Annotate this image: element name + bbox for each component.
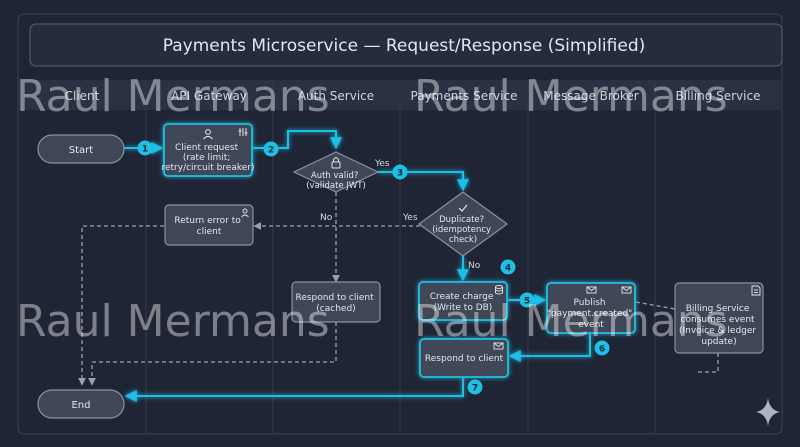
svg-text:Billing Service consumes: Billing Service consumes event (Invoice …	[679, 304, 759, 347]
mail-icon	[621, 286, 632, 294]
duplicate-line2: (idempotency	[432, 225, 491, 235]
fallback-edges	[78, 192, 719, 386]
svg-text:2: 2	[268, 146, 274, 156]
respond-cached-line1: Respond to client	[295, 293, 374, 303]
svg-text:Respond to client (cache: Respond to client (cached)	[295, 293, 376, 314]
svg-text:4: 4	[505, 264, 511, 274]
step-badge-4: 4	[500, 259, 516, 275]
watermark-top-right: Raul Mermans	[414, 71, 728, 122]
client-request-line2: (rate limit;	[183, 153, 230, 163]
create-charge-node[interactable]: Create charge (Write to DB)	[418, 281, 508, 321]
svg-text:Create charge (Write to: Create charge (Write to DB)	[430, 292, 497, 313]
label-dup-yes: Yes	[402, 213, 418, 223]
start-label: Start	[69, 145, 94, 156]
step-badge-1: 1	[137, 140, 153, 156]
svg-text:Auth valid? (validate JW: Auth valid? (validate JWT)	[306, 171, 366, 191]
step-badge-2: 2	[263, 141, 279, 157]
duplicate-decision[interactable]: Duplicate? (idempotency check)	[417, 191, 509, 257]
billing-line4: update)	[701, 337, 736, 347]
edge-publish-to-respond	[508, 334, 591, 362]
svg-text:Publish "payment.created: Publish "payment.created" event	[547, 298, 635, 330]
lane-dividers	[145, 80, 656, 434]
database-icon	[495, 285, 503, 295]
create-charge-line1: Create charge	[430, 292, 494, 302]
step-badges: 1 2 3 4 5 6 7	[137, 140, 610, 395]
duplicate-line1: Duplicate?	[439, 215, 484, 225]
svg-text:Client request (rate lim: Client request (rate limit; retry/circui…	[161, 143, 254, 173]
lane-header-billing-service: Billing Service	[676, 89, 761, 103]
lane-header-payments-service: Payments Service	[411, 89, 518, 103]
respond-cached-line2: (cached)	[316, 304, 355, 314]
auth-valid-line1: Auth valid?	[311, 171, 359, 181]
publish-line2: "payment.created"	[547, 309, 633, 319]
lane-header-api-gateway: API Gateway	[171, 89, 247, 103]
svg-text:Duplicate? (idempotency: Duplicate? (idempotency check)	[432, 215, 494, 245]
diagram-title: Payments Microservice — Request/Response…	[163, 36, 646, 56]
watermark-top-left: Raul Mermans	[16, 71, 330, 122]
svg-text:5: 5	[524, 297, 530, 307]
lane-header-auth-service: Auth Service	[298, 89, 374, 103]
edge-respond-to-end	[124, 377, 464, 402]
lock-icon	[331, 157, 341, 169]
label-dup-no: No	[468, 261, 481, 271]
billing-line3: (Invoice & ledger	[679, 326, 756, 336]
billing-line1: Billing Service	[686, 304, 750, 314]
return-error-line1: Return error to	[174, 216, 241, 226]
svg-text:1: 1	[142, 145, 148, 155]
mail-icon	[493, 342, 504, 350]
respond-cached-node[interactable]: Respond to client (cached)	[291, 281, 381, 323]
svg-text:Return error to client: Return error to client	[174, 216, 243, 237]
user-icon	[241, 208, 249, 218]
client-request-node[interactable]: Client request (rate limit; retry/circui…	[161, 123, 255, 177]
step-badge-6: 6	[594, 340, 610, 356]
client-request-line3: retry/circuit breaker)	[161, 163, 254, 173]
publish-event-node[interactable]: Publish "payment.created" event	[546, 282, 636, 334]
step-badge-5: 5	[519, 292, 535, 308]
return-error-line2: client	[197, 227, 222, 237]
sparkle-icon	[756, 398, 780, 426]
document-icon	[751, 285, 761, 296]
auth-valid-line2: (validate JWT)	[306, 181, 366, 191]
watermarks: Raul Mermans Raul Mermans Raul Mermans R…	[16, 71, 728, 347]
label-auth-no: No	[320, 213, 333, 223]
publish-line1: Publish	[574, 298, 606, 308]
title-box	[29, 23, 783, 67]
client-request-line1: Client request	[175, 143, 239, 153]
edge-billing-to-end	[696, 353, 719, 373]
mail-icon	[586, 286, 597, 294]
svg-text:6: 6	[599, 345, 605, 355]
lane-header-message-broker: Message Broker	[543, 89, 639, 103]
auth-valid-decision[interactable]: Auth valid? (validate JWT)	[292, 151, 380, 193]
check-icon	[458, 204, 468, 212]
svg-text:3: 3	[397, 169, 403, 179]
step-badge-3: 3	[392, 164, 408, 180]
duplicate-line3: check)	[449, 235, 477, 245]
edge-cached-to-end	[88, 322, 337, 386]
end-node[interactable]: End	[37, 389, 125, 419]
return-error-node[interactable]: Return error to client	[164, 204, 254, 246]
start-node[interactable]: Start	[37, 134, 125, 164]
step-badge-7: 7	[467, 379, 483, 395]
billing-line2: consumes event	[681, 315, 756, 325]
publish-line3: event	[578, 320, 604, 330]
edge-auth-yes	[378, 171, 469, 192]
create-charge-line2: (Write to DB)	[434, 303, 493, 313]
end-label: End	[71, 400, 90, 411]
lane-header-client: Client	[65, 89, 100, 103]
billing-consume-node[interactable]: Billing Service consumes event (Invoice …	[674, 282, 764, 354]
label-auth-yes: Yes	[374, 159, 390, 169]
user-icon	[203, 129, 213, 140]
watermark-bottom-right: Raul Mermans	[414, 296, 728, 347]
svg-text:7: 7	[472, 384, 478, 394]
respond-client-label: Respond to client	[425, 354, 504, 364]
sliders-icon	[238, 128, 248, 136]
respond-client-node[interactable]: Respond to client	[419, 338, 509, 378]
watermark-bottom-left: Raul Mermans	[16, 296, 330, 347]
